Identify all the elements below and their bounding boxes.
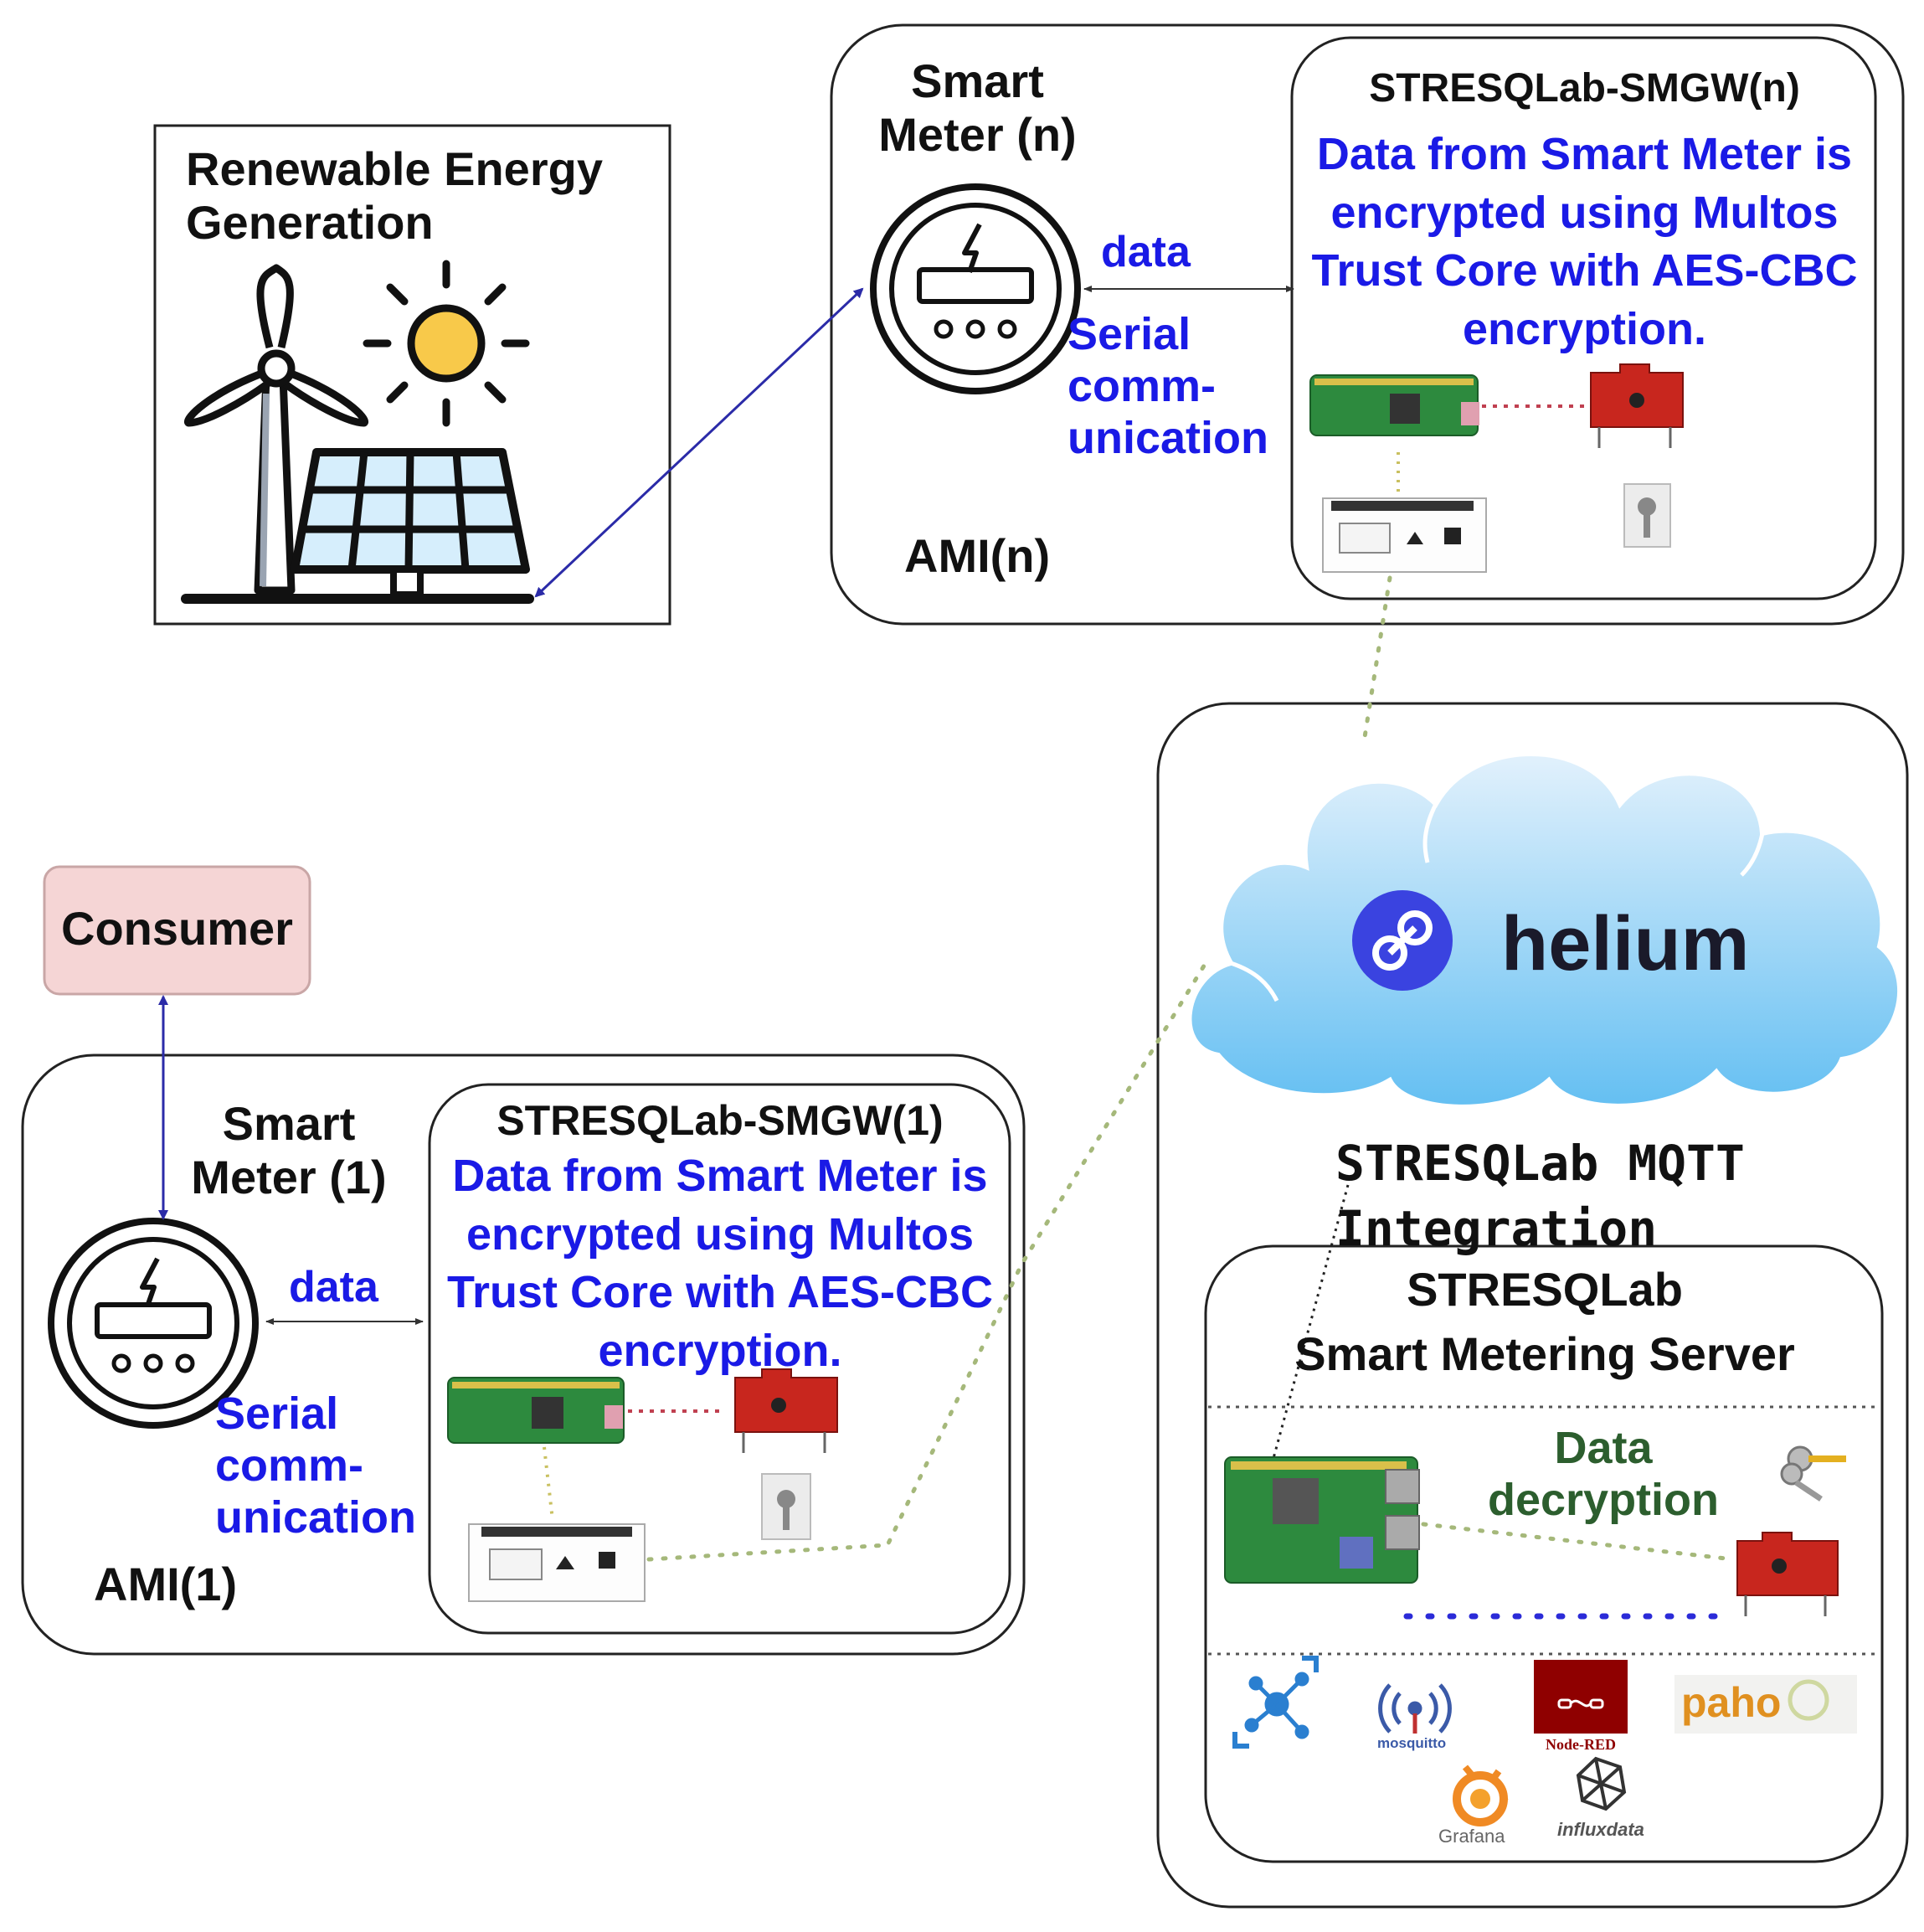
gateway-n-hardware (1309, 363, 1684, 573)
meter-1-title: Smart Meter (1) (191, 1097, 387, 1204)
data-label-n: data (1101, 228, 1191, 276)
ami-1-label: AMI(1) (94, 1558, 238, 1610)
consumer-box (43, 865, 311, 996)
consumer-label: Consumer (61, 902, 293, 955)
gateway-1-title: STRESQLab-SMGW(1) (496, 1097, 944, 1144)
paho-icon (1674, 1675, 1857, 1734)
meter-n-title: Smart Meter (n) (878, 54, 1077, 162)
helium-logo-icon (1352, 890, 1453, 991)
gateway-1-desc: Data from Smart Meter is encrypted using… (446, 1151, 994, 1376)
gateway-1-hardware (447, 1368, 838, 1602)
serial-label-n: Serial comm-unication (1067, 309, 1268, 464)
ami-n-label: AMI(n) (904, 529, 1051, 582)
nodered-logo-text: Node-RED (1546, 1736, 1616, 1753)
keys-icon (1780, 1445, 1846, 1502)
influx-icon (1576, 1756, 1627, 1811)
mosquitto-icon (1378, 1683, 1452, 1734)
grafana-icon (1453, 1765, 1509, 1826)
renewable-meter-link (534, 287, 864, 598)
nodered-icon (1534, 1660, 1628, 1734)
helium-cloud (1186, 751, 1902, 1110)
smart-meter-n-icon (870, 183, 1081, 394)
server-title-2: Smart Metering Server (1294, 1327, 1795, 1380)
gateway-n-panel (1290, 36, 1877, 600)
gateway-n-title: STRESQLab-SMGW(n) (1369, 66, 1800, 111)
paho-logo-text: paho (1681, 1679, 1782, 1726)
gateway-1-panel (428, 1083, 1011, 1635)
mqtt-integration-label: STRESQLab MQTT Integration (1335, 1135, 1745, 1258)
mosquitto-logo-text: mosquitto (1377, 1735, 1447, 1751)
decryption-label: Data decryption (1487, 1423, 1720, 1526)
network-links (646, 575, 1392, 1562)
server-hardware (1224, 1456, 1839, 1620)
server-title-1: STRESQLab (1407, 1263, 1683, 1316)
gateway-n-desc: Data from Smart Meter is encrypted using… (1311, 129, 1858, 354)
wind-turbine-icon (184, 264, 368, 595)
renewable-title: Renewable Energy Generation (186, 142, 603, 250)
sun-icon (363, 260, 530, 427)
influx-logo-text: influxdata (1557, 1819, 1644, 1840)
integration-link (1271, 1184, 1350, 1462)
serial-label-1: Serial comm-unication (215, 1388, 416, 1543)
helium-brand: helium (1501, 901, 1750, 987)
solar-panel-icon (181, 448, 534, 604)
grafana-logo-text: Grafana (1438, 1826, 1505, 1847)
smart-meter-1-icon (48, 1218, 259, 1429)
data-label-1: data (289, 1263, 378, 1311)
network-hub-icon (1232, 1656, 1319, 1749)
